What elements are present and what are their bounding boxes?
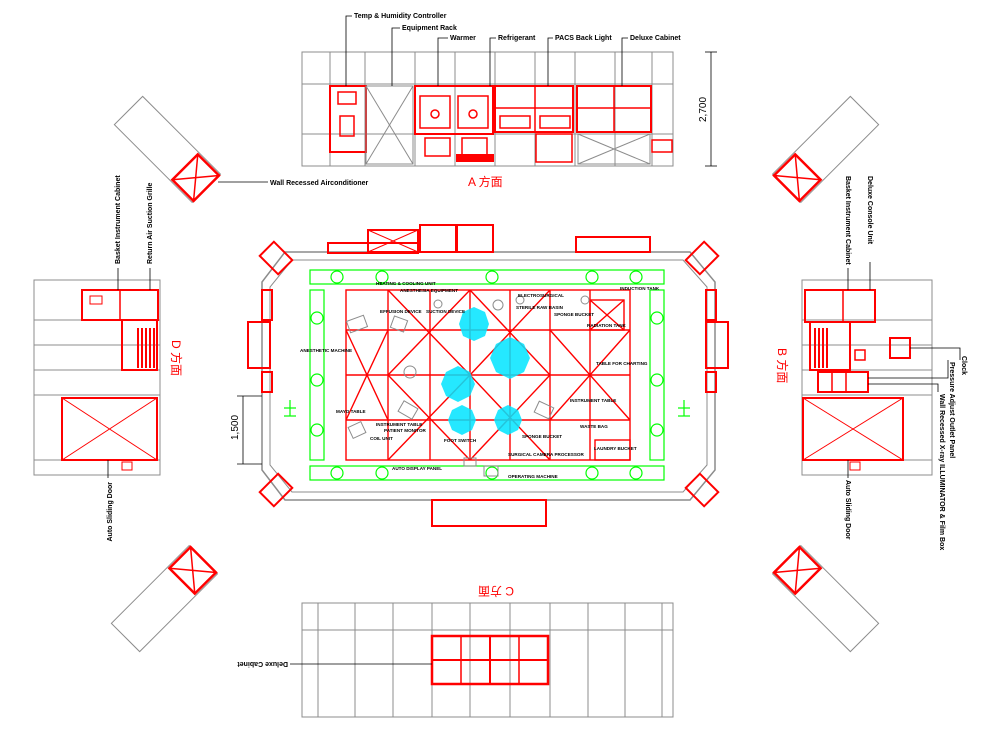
callout-temp-humidity: Temp & Humidity Controller	[354, 13, 447, 20]
callout-pacs-back-light: PACS Back Light	[555, 35, 612, 42]
label-laundry-bucket: LAUNDRY BUCKET	[594, 446, 637, 451]
label-operating-machine: OPERATING MACHINE	[508, 474, 558, 479]
label-coil-unit: COIL UNIT	[370, 436, 393, 441]
callout-pressure-outlet-panel: Pressure Adjust Outlet Panel	[948, 362, 955, 458]
aircon-top-right	[771, 95, 880, 204]
label-suction-device: SUCTION DEVICE	[426, 309, 465, 314]
plan-equipment-labels: HEATING & COOLING UNIT ANESTHESIA EQUIPM…	[300, 281, 660, 479]
callout-refrigerant: Refrigerant	[498, 35, 536, 42]
label-radiation-tank: RADIATION TANK	[587, 323, 627, 328]
label-anesthesia-equipment: ANESTHESIA EQUIPMENT	[400, 288, 458, 293]
label-instrument-table-right: INSTRUMENT TABLE	[570, 398, 616, 403]
door-label-d: Auto Sliding Door	[107, 482, 114, 542]
label-sponge-bucket-bottom: SPONGE BUCKET	[522, 434, 562, 439]
elevation-b-title: B 方面	[775, 348, 790, 383]
label-instrument-table-left: INSTRUMENT TABLE	[376, 422, 422, 427]
label-foot-switch: FOOT SWITCH	[444, 438, 477, 443]
label-heating-cooling: HEATING & COOLING UNIT	[376, 281, 436, 286]
callout-warmer: Warmer	[450, 35, 476, 42]
label-mayo-table: MAYO TABLE	[336, 409, 366, 414]
callout-basket-instrument-cabinet-d: Basket Instrument Cabinet	[115, 175, 122, 264]
callout-deluxe-console-unit: Deluxe Console Unit	[866, 176, 873, 245]
elevation-b: Deluxe Console Unit Basket Instrument Ca…	[775, 176, 967, 550]
callout-wall-recessed-aircon: Wall Recessed Airconditioner	[270, 180, 369, 187]
label-table-for-charting: TABLE FOR CHARTING	[596, 361, 648, 366]
label-surgical-camera: SURGICAL CAMERA PROCESSOR	[508, 452, 584, 457]
elevation-c: Deluxe Cabinet C 方面	[237, 584, 674, 718]
callout-equipment-rack: Equipment Rack	[402, 25, 457, 32]
aircon-bottom-left	[110, 544, 219, 653]
label-induction-tank: INDUCTION TANK	[620, 286, 660, 291]
callout-basket-instrument-cabinet-b: Basket Instrument Cabinet	[844, 176, 851, 265]
label-sponge-bucket-top: SPONGE BUCKET	[554, 312, 594, 317]
height-dimension: 2,700	[698, 97, 709, 122]
elevation-d-title: D 方面	[169, 340, 184, 376]
elevation-a: Temp & Humidity Controller Equipment Rac…	[301, 13, 717, 189]
callout-deluxe-cabinet: Deluxe Cabinet	[630, 35, 681, 42]
callout-deluxe-cabinet-c: Deluxe Cabinet	[237, 660, 288, 667]
label-patient-monitor: PATIENT MONITOR	[384, 428, 427, 433]
aircon-bottom-right	[771, 544, 880, 653]
operating-room-plan: 1,500	[230, 224, 729, 527]
label-auto-display-panel: AUTO DISPLAY PANEL	[392, 466, 442, 471]
label-effusion-device: EFFUSION DEVICE	[380, 309, 422, 314]
elevation-a-title: A 方面	[468, 174, 503, 189]
label-waste-bag: WASTE BAG	[580, 424, 608, 429]
label-anesthetic-machine: ANESTHETIC MACHINE	[300, 348, 352, 353]
label-electrosurgical: ELECTROSURGICAL	[518, 293, 564, 298]
callout-clock: Clock	[960, 356, 967, 375]
plan-width-dimension: 1,500	[230, 415, 241, 440]
elevation-d: Basket Instrument Cabinet Return Air Suc…	[33, 175, 184, 542]
aircon-top-left: Wall Recessed Airconditioner	[113, 95, 369, 204]
door-label-b: Auto Sliding Door	[844, 480, 851, 540]
ceiling-panels	[284, 269, 690, 481]
callout-return-air-grille: Return Air Suction Grille	[147, 182, 154, 264]
label-sterile-raw-basin: STERILE RAW BASIN	[516, 305, 564, 310]
surgical-light-heads	[441, 307, 530, 435]
callout-xray-illuminator: Wall Recessed X-ray ILLUMINATOR & Film B…	[938, 394, 945, 550]
elevation-c-title: C 方面	[478, 584, 514, 599]
